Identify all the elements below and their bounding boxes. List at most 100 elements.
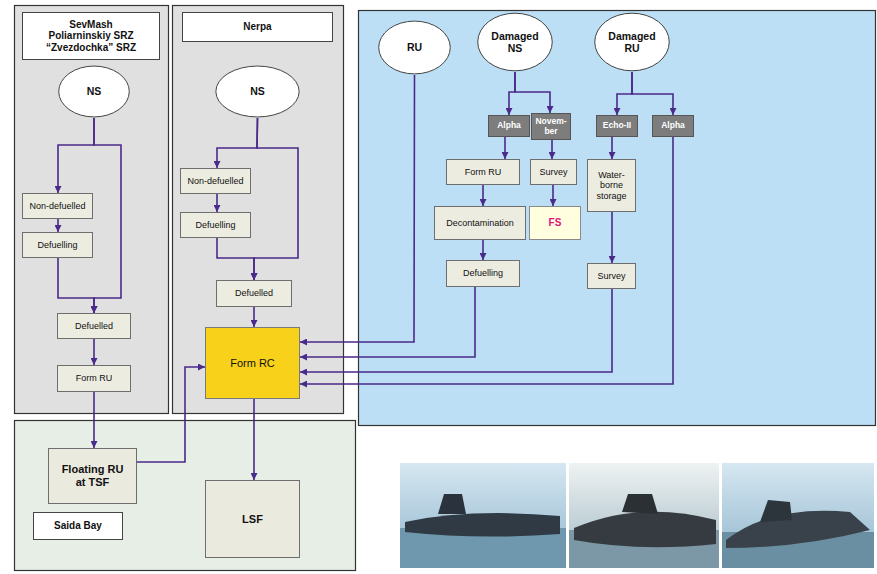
flow-arrow <box>617 72 632 115</box>
source-ellipse: NS <box>58 65 130 118</box>
flow-arrow <box>482 185 484 206</box>
node-label: Echo-II <box>597 121 637 131</box>
flow-arrow <box>300 289 612 372</box>
flow-arrow <box>217 238 254 280</box>
flow-arrow <box>93 339 95 365</box>
storage-box: Floating RU at TSF <box>48 448 137 504</box>
process-box: Water-borne storage <box>587 159 636 212</box>
node-label: Damaged NS <box>477 30 553 54</box>
ellipse-shape <box>216 66 299 117</box>
photo-ground <box>722 463 874 568</box>
node-label: Floating RU at TSF <box>49 463 136 488</box>
flow-arrow <box>482 240 484 260</box>
flow-arrow <box>58 258 94 313</box>
flow-arrow <box>137 367 205 462</box>
photo-ground <box>400 463 566 568</box>
process-box: Non-defuelled <box>180 168 251 194</box>
node-label: RU <box>378 41 451 53</box>
process-box: Defuelling <box>180 212 251 238</box>
process-box: Decontamination <box>434 206 526 240</box>
panel-ground <box>173 6 344 414</box>
flow-arrow <box>551 140 553 159</box>
flow-arrow <box>57 219 59 232</box>
flow-arrow <box>217 118 258 168</box>
panel-heading: Nerpa <box>182 12 333 42</box>
node-label: NS <box>215 85 300 97</box>
ellipse-shape <box>379 21 451 74</box>
status-box: FS <box>529 206 581 240</box>
process-box: Defuelled <box>216 280 292 307</box>
submarine-sail <box>438 494 466 514</box>
flow-arrow <box>632 72 673 115</box>
flow-arrow <box>515 72 550 113</box>
submarine-hull <box>574 512 716 548</box>
node-label: Water-borne storage <box>588 170 635 201</box>
site-panel: SevMash Poliarninskiy SRZ “Zvezdochka” S… <box>14 5 168 413</box>
node-label: Form RC <box>206 357 299 370</box>
photo-ground <box>569 463 719 568</box>
submarine-sail <box>760 500 792 522</box>
ellipse-shape <box>595 13 669 71</box>
flow-arrow <box>552 185 554 206</box>
class-label-box: Echo-II <box>596 115 638 137</box>
process-box: Survey <box>530 159 577 185</box>
flow-arrow <box>253 307 255 327</box>
node-label: NS <box>58 85 130 97</box>
node-label: Non-defuelled <box>23 201 92 211</box>
node-label: Defuelling <box>181 220 250 230</box>
flow-arrow <box>93 392 95 448</box>
node-label: Defuelling <box>447 268 519 278</box>
node-label: Damaged RU <box>594 30 670 54</box>
site-panel: NerpaNS Non-defuelledDefuellingDefuelledF… <box>172 5 343 413</box>
node-label: Defuelled <box>217 288 291 298</box>
class-label-box: Alpha <box>488 115 530 137</box>
flow-arrow <box>509 72 515 115</box>
flow-arrow <box>611 212 613 263</box>
node-label: Survey <box>531 167 576 177</box>
submarine-hull <box>405 513 560 536</box>
flow-arrow <box>94 118 121 313</box>
node-label: Decontamination <box>435 218 525 228</box>
process-box: Defuelling <box>446 260 520 287</box>
site-panel: Saida Bay Floating RU at TSF LSF <box>14 420 355 570</box>
flow-arrow <box>300 287 475 357</box>
class-label-box: Alpha <box>652 115 694 137</box>
flow-arrow <box>58 118 94 193</box>
node-label: Alpha <box>489 121 529 131</box>
process-box: Form RU <box>57 365 131 392</box>
flow-arrow <box>300 75 415 342</box>
node-label: Non-defuelled <box>181 176 250 186</box>
storage-box: LSF <box>205 480 300 558</box>
panel-heading: Saida Bay <box>33 512 123 540</box>
node-label: Defuelled <box>58 321 130 331</box>
node-label: LSF <box>206 513 299 526</box>
source-ellipse: Damaged NS <box>477 12 553 72</box>
node-label: Form RU <box>58 373 130 383</box>
process-box: Form RU <box>446 159 520 185</box>
node-label: FS <box>530 217 580 229</box>
process-box: Survey <box>587 263 636 289</box>
flow-arrow <box>216 194 218 212</box>
submarine-hull <box>726 511 870 548</box>
process-box: Defuelled <box>57 313 131 339</box>
flow-arrow <box>300 137 673 384</box>
flow-arrow <box>253 399 255 480</box>
process-box: Non-defuelled <box>22 193 93 219</box>
node-label: Alpha <box>653 121 693 131</box>
flow-arrow <box>611 137 613 159</box>
process-box: Defuelling <box>22 232 93 258</box>
panel-ground <box>359 11 876 426</box>
flow-arrow <box>254 118 298 280</box>
node-label: Novem-ber <box>532 117 570 137</box>
source-ellipse: RU <box>378 20 451 75</box>
process-box: Form RC <box>205 327 300 399</box>
submarine-sail <box>622 494 658 514</box>
panel-ground <box>15 6 169 414</box>
panel-heading: SevMash Poliarninskiy SRZ “Zvezdochka” S… <box>22 12 160 60</box>
submarine-photos <box>400 463 874 568</box>
ellipse-shape <box>478 13 552 71</box>
flow-arrow <box>504 137 506 159</box>
class-label-box: Novem-ber <box>531 113 571 140</box>
